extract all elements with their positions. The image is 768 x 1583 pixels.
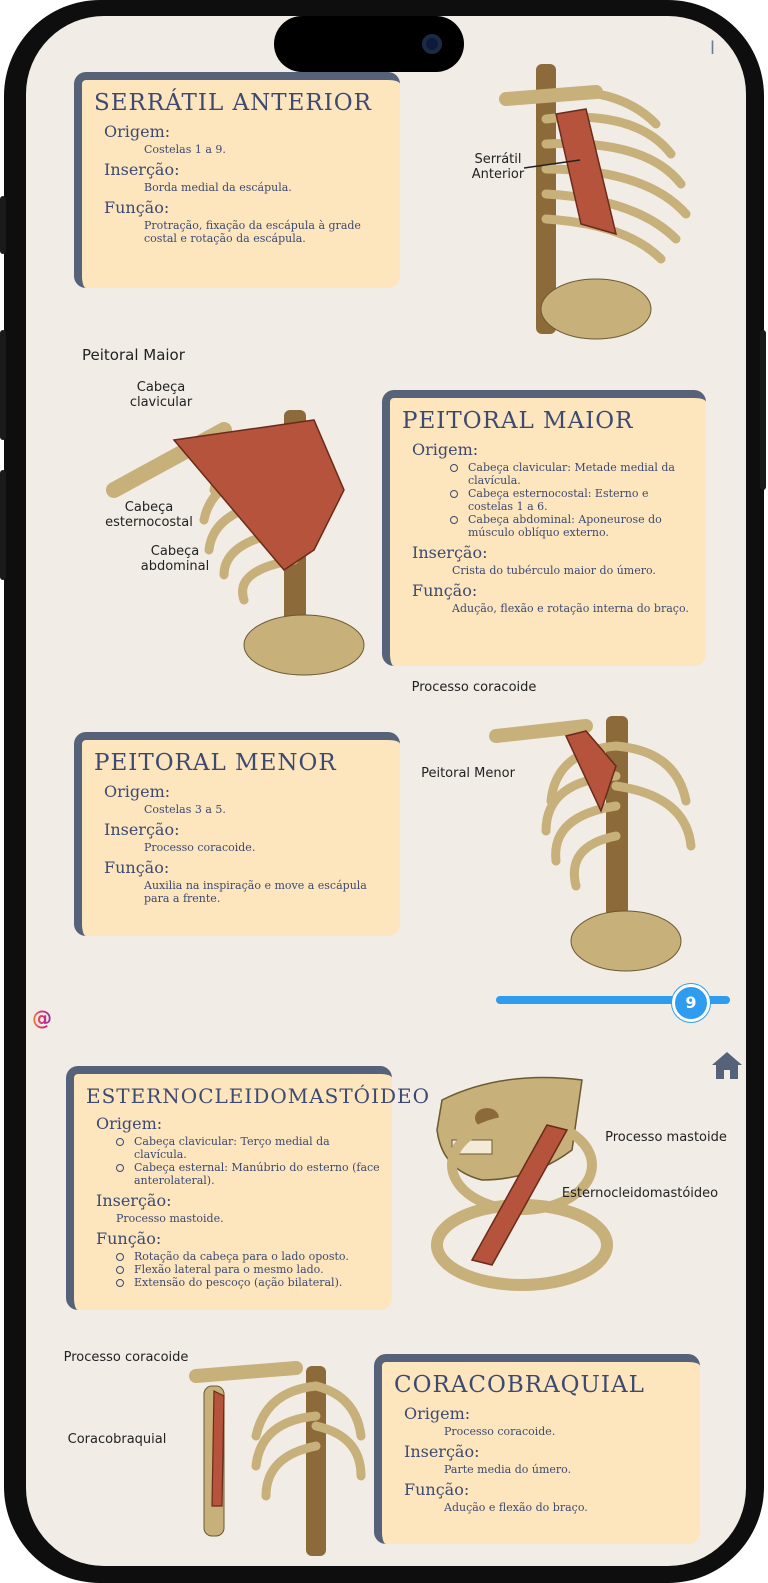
funcao-label: Função: (412, 581, 478, 600)
origem-value: Costelas 3 a 5. (144, 803, 226, 816)
origem-label: Origem: (96, 1114, 163, 1133)
origem-list: Cabeça clavicular: Metade medial da clav… (450, 461, 694, 539)
label-coracobraquial: Coracobraquial (67, 1432, 167, 1447)
at-icon[interactable]: @ (32, 1006, 52, 1030)
leader-line (523, 159, 581, 169)
peitoral-maior-illustration (106, 410, 365, 676)
origem-item: Cabeça clavicular: Terço medial da claví… (116, 1135, 380, 1161)
insercao-value: Borda medial da escápula. (144, 181, 292, 194)
origem-label: Origem: (104, 782, 171, 801)
funcao-item: Rotação da cabeça para o lado oposto. (116, 1250, 380, 1263)
label-processo-coracoide: Processo coracoide (411, 680, 537, 695)
funcao-value: Auxilia na inspiração e move a escápula … (144, 879, 367, 905)
insercao-value: Processo mastoide. (116, 1212, 224, 1225)
card-peitoral-maior: PEITORAL MAIOR Origem: Cabeça clavicular… (382, 390, 706, 666)
funcao-label: Função: (104, 198, 170, 217)
funcao-item: Flexão lateral para o mesmo lado. (116, 1263, 380, 1276)
insercao-label: Inserção: (104, 820, 180, 839)
insercao-value: Crista do tubérculo maior do úmero. (452, 564, 656, 577)
origem-item: Cabeça clavicular: Metade medial da clav… (450, 461, 694, 487)
origem-value: Processo coracoide. (444, 1425, 556, 1438)
funcao-list: Rotação da cabeça para o lado oposto. Fl… (116, 1250, 380, 1289)
page-edge-mark: l (710, 38, 716, 59)
page-slider-thumb[interactable]: 9 (672, 984, 710, 1022)
card-serratil-anterior: SERRÁTIL ANTERIOR Origem: Costelas 1 a 9… (74, 72, 400, 288)
power-button (760, 330, 766, 490)
label-processo-mastoide: Processo mastoide (605, 1130, 727, 1145)
insercao-value: Parte media do úmero. (444, 1463, 572, 1476)
origem-label: Origem: (104, 122, 171, 141)
insercao-value: Processo coracoide. (144, 841, 256, 854)
heading-peitoral-maior: Peitoral Maior (82, 346, 185, 364)
insercao-label: Inserção: (96, 1191, 172, 1210)
screen[interactable]: l SERRÁTIL ANTERIOR Origem: Costelas 1 a… (26, 16, 746, 1566)
dynamic-island (274, 16, 464, 72)
origem-label: Origem: (404, 1404, 471, 1423)
insercao-label: Inserção: (412, 543, 488, 562)
label-cabeca-abdominal: Cabeça abdominal (140, 544, 210, 574)
origem-list: Cabeça clavicular: Terço medial da claví… (116, 1135, 380, 1187)
funcao-value: Protração, fixação da escápula à grade c… (144, 219, 361, 245)
label-peitoral-menor: Peitoral Menor (421, 766, 515, 781)
label-processo-coracoide: Processo coracoide (63, 1350, 189, 1365)
home-icon[interactable] (710, 1048, 744, 1082)
label-cabeca-clavicular: Cabeça clavicular (129, 380, 193, 410)
peitoral-menor-illustration (489, 716, 696, 972)
funcao-value: Adução e flexão do braço. (444, 1501, 588, 1514)
origem-item: Cabeça abdominal: Aponeurose do músculo … (450, 513, 694, 539)
origem-item: Cabeça esternocostal: Esterno e costelas… (450, 487, 694, 513)
serratil-illustration (499, 64, 691, 340)
funcao-value: Adução, flexão e rotação interna do braç… (452, 602, 689, 615)
volume-up-button (0, 330, 6, 440)
esternocleidomastoideo-illustration (431, 1076, 613, 1291)
card-peitoral-menor: PEITORAL MENOR Origem: Costelas 3 a 5. I… (74, 732, 400, 936)
mute-switch (0, 196, 6, 254)
card-title: CORACOBRAQUIAL (394, 1372, 645, 1398)
page-slider-track[interactable] (496, 996, 730, 1004)
funcao-label: Função: (104, 858, 170, 877)
funcao-label: Função: (404, 1480, 470, 1499)
label-cabeca-esternocostal: Cabeça esternocostal (105, 500, 193, 530)
origem-value: Costelas 1 a 9. (144, 143, 226, 156)
label-esternocleidomastoideo: Esternocleidomastóideo (561, 1186, 719, 1201)
origem-label: Origem: (412, 440, 479, 459)
card-title: PEITORAL MAIOR (402, 408, 634, 434)
coracobraquial-illustration (189, 1361, 366, 1556)
camera-icon (422, 34, 442, 54)
card-coracobraquial: CORACOBRAQUIAL Origem: Processo coracoid… (374, 1354, 700, 1544)
funcao-label: Função: (96, 1229, 162, 1248)
insercao-label: Inserção: (104, 160, 180, 179)
insercao-label: Inserção: (404, 1442, 480, 1461)
card-title: PEITORAL MENOR (94, 750, 337, 776)
funcao-item: Extensão do pescoço (ação bilateral). (116, 1276, 380, 1289)
card-title: SERRÁTIL ANTERIOR (94, 90, 372, 116)
origem-item: Cabeça esternal: Manúbrio do esterno (fa… (116, 1161, 380, 1187)
card-esternocleidomastoideo: ESTERNOCLEIDOMASTÓIDEO Origem: Cabeça cl… (66, 1066, 431, 1310)
volume-down-button (0, 470, 6, 580)
label-serratil: Serrátil Anterior (471, 152, 525, 182)
card-title: ESTERNOCLEIDOMASTÓIDEO (86, 1084, 431, 1108)
